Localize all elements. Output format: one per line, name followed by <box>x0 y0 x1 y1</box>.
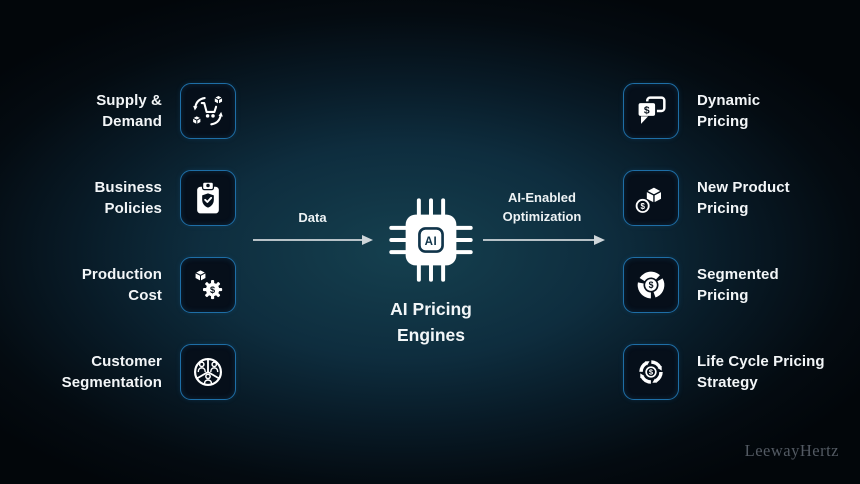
data-arrow <box>253 235 373 245</box>
chip-label: AI <box>425 236 438 248</box>
new-product-pricing-icon: $ <box>635 186 663 213</box>
policy-clipboard-icon <box>197 181 219 214</box>
input-label: Production Cost <box>81 266 162 304</box>
dynamic-pricing-icon: $ <box>636 96 666 124</box>
input-tile <box>180 344 236 400</box>
input-label: Customer Segmentation <box>61 353 162 391</box>
dollar-glyph: $ <box>644 105 650 116</box>
dollar-glyph: $ <box>640 202 645 211</box>
dollar-glyph: $ <box>210 285 215 295</box>
input-tile <box>180 170 236 226</box>
output-label: Dynamic Pricing <box>697 92 761 130</box>
input-tile <box>180 83 236 139</box>
supply-chain-icon <box>192 94 223 126</box>
input-tile: $ <box>180 257 236 313</box>
segmented-pricing-icon: $ <box>637 271 665 299</box>
output-tile: $ <box>623 344 679 400</box>
input-label: Business Policies <box>94 179 162 217</box>
optimization-arrow <box>483 235 605 245</box>
output-label: New Product Pricing <box>697 179 790 217</box>
output-tile: $ <box>623 257 679 313</box>
input-row-business-policies: Business Policies <box>20 170 236 226</box>
output-label: Segmented Pricing <box>697 266 779 304</box>
input-row-customer-segmentation: Customer Segmentation <box>20 344 236 400</box>
output-tile: $ <box>623 83 679 139</box>
brand-watermark: LeewayHertz <box>744 441 839 460</box>
output-row-new-product-pricing: $ New Product Pricing <box>623 170 845 226</box>
input-label: Supply & Demand <box>96 92 162 130</box>
optimization-arrow-label: AI-Enabled Optimization <box>502 190 582 224</box>
center-title: AI Pricing Engines <box>390 299 472 345</box>
dollar-glyph: $ <box>649 280 654 290</box>
lifecycle-pricing-icon: $ <box>639 360 663 384</box>
output-row-dynamic-pricing: $ Dynamic Pricing <box>623 83 845 139</box>
production-cost-icon: $ <box>194 269 223 300</box>
output-row-segmented-pricing: $ Segmented Pricing <box>623 257 845 313</box>
dollar-glyph: $ <box>649 368 654 377</box>
customer-segmentation-icon <box>194 358 222 386</box>
input-row-supply-demand: Supply & Demand <box>20 83 236 139</box>
ai-chip-icon: AI <box>389 198 473 282</box>
output-tile: $ <box>623 170 679 226</box>
input-row-production-cost: Production Cost <box>20 257 236 313</box>
output-label: Life Cycle Pricing Strategy <box>697 353 825 391</box>
data-arrow-label: Data <box>298 210 327 225</box>
output-row-lifecycle-pricing: $ Life Cycle Pricing Strategy <box>623 344 845 400</box>
